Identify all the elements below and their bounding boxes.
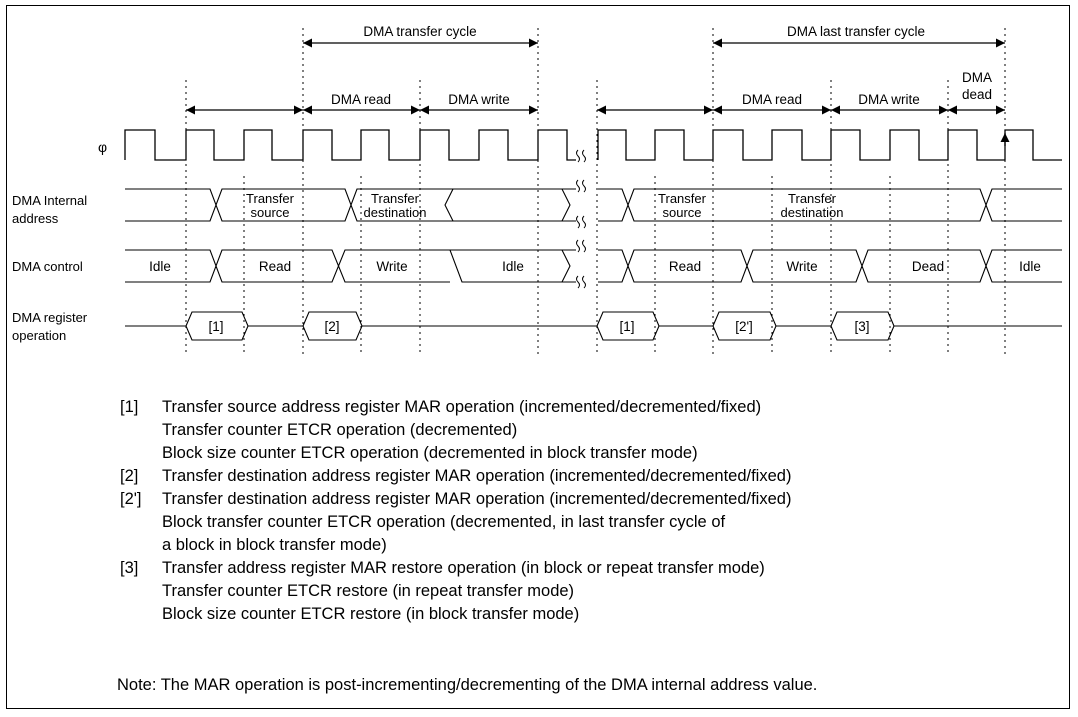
dma-dead-label: DMA	[962, 70, 992, 85]
address-transfer-destination-line2: destination	[364, 205, 427, 220]
address-transfer-source: Transfer	[246, 191, 295, 206]
notes-list: [1] Transfer source address register MAR …	[120, 396, 791, 626]
footnote: Note: The MAR operation is post-incremen…	[117, 676, 818, 694]
address-transfer-destination: Transfer	[371, 191, 420, 206]
control-state-dead: Dead	[912, 259, 944, 274]
control-state-read-1: Read	[259, 259, 291, 274]
dma-control-label: DMA control	[12, 259, 83, 274]
note-lines: Transfer address register MAR restore op…	[162, 557, 765, 626]
note-line: a block in block transfer mode)	[162, 536, 387, 554]
note-line: Transfer destination address register MA…	[162, 490, 792, 508]
dma-write-label: DMA write	[448, 92, 510, 107]
dma-control-bus	[125, 249, 1062, 283]
internal-address-bus	[125, 188, 1062, 222]
control-state-write-2: Write	[786, 259, 817, 274]
dma-write-label-2: DMA write	[858, 92, 920, 107]
note-line: Block size counter ETCR operation (decre…	[162, 444, 698, 462]
dma-register-label-line2: operation	[12, 328, 66, 343]
note-line: Block size counter ETCR restore (in bloc…	[162, 605, 580, 623]
control-state-idle-3: Idle	[1019, 259, 1041, 274]
register-op-1b: [1]	[619, 319, 634, 334]
address-transfer-source-line2: source	[250, 205, 289, 220]
note-line: Block transfer counter ETCR operation (d…	[162, 513, 726, 531]
range-arrows	[186, 38, 1005, 115]
control-state-read-2: Read	[669, 259, 701, 274]
note-lines: Transfer destination address register MA…	[162, 465, 791, 488]
internal-address-label: DMA Internal	[12, 193, 87, 208]
note-lines: Transfer destination address register MA…	[162, 488, 791, 557]
dma-last-transfer-cycle-label: DMA last transfer cycle	[787, 24, 925, 39]
note-tag: [1]	[120, 398, 139, 416]
internal-address-label-line2: address	[12, 211, 59, 226]
dma-transfer-cycle-label: DMA transfer cycle	[363, 24, 476, 39]
register-op-2-prime: [2']	[735, 319, 753, 334]
dma-register-label: DMA register	[12, 310, 88, 325]
note-line: Transfer counter ETCR operation (decreme…	[162, 421, 518, 439]
note-tag: [2']	[120, 490, 142, 508]
note-tag: [3]	[120, 559, 139, 577]
note-lines: Transfer source address register MAR ope…	[162, 396, 761, 465]
dma-register-line	[125, 311, 1062, 341]
register-op-2: [2]	[324, 319, 339, 334]
note-line: Transfer counter ETCR restore (in repeat…	[162, 582, 575, 600]
note-line: Transfer source address register MAR ope…	[162, 398, 762, 416]
note-item: [3] Transfer address register MAR restore…	[120, 557, 791, 626]
note-item: [2] Transfer destination address register…	[120, 465, 791, 488]
control-state-idle-1: Idle	[149, 259, 171, 274]
address-transfer-destination-2: Transfer	[788, 191, 837, 206]
note-item: [1] Transfer source address register MAR …	[120, 396, 791, 465]
note-line: Transfer destination address register MA…	[162, 467, 792, 485]
address-transfer-source-2-line2: source	[662, 205, 701, 220]
clock-signal-label: φ	[98, 139, 107, 155]
clock-waveform	[124, 129, 1062, 161]
note-item: [2'] Transfer destination address registe…	[120, 488, 791, 557]
diagram-frame	[6, 5, 1070, 709]
dma-dead-label-line2: dead	[962, 87, 992, 102]
dma-read-label: DMA read	[331, 92, 391, 107]
address-transfer-destination-2-line2: destination	[781, 205, 844, 220]
time-break-mark	[576, 149, 586, 289]
register-op-3: [3]	[854, 319, 869, 334]
note-tag: [2]	[120, 467, 139, 485]
register-op-1: [1]	[208, 319, 223, 334]
note-line: Transfer address register MAR restore op…	[162, 559, 765, 577]
address-transfer-source-2: Transfer	[658, 191, 707, 206]
dma-read-label-2: DMA read	[742, 92, 802, 107]
control-state-idle-2: Idle	[502, 259, 524, 274]
control-state-write-1: Write	[376, 259, 407, 274]
cycle-guide-lines	[185, 28, 1006, 356]
